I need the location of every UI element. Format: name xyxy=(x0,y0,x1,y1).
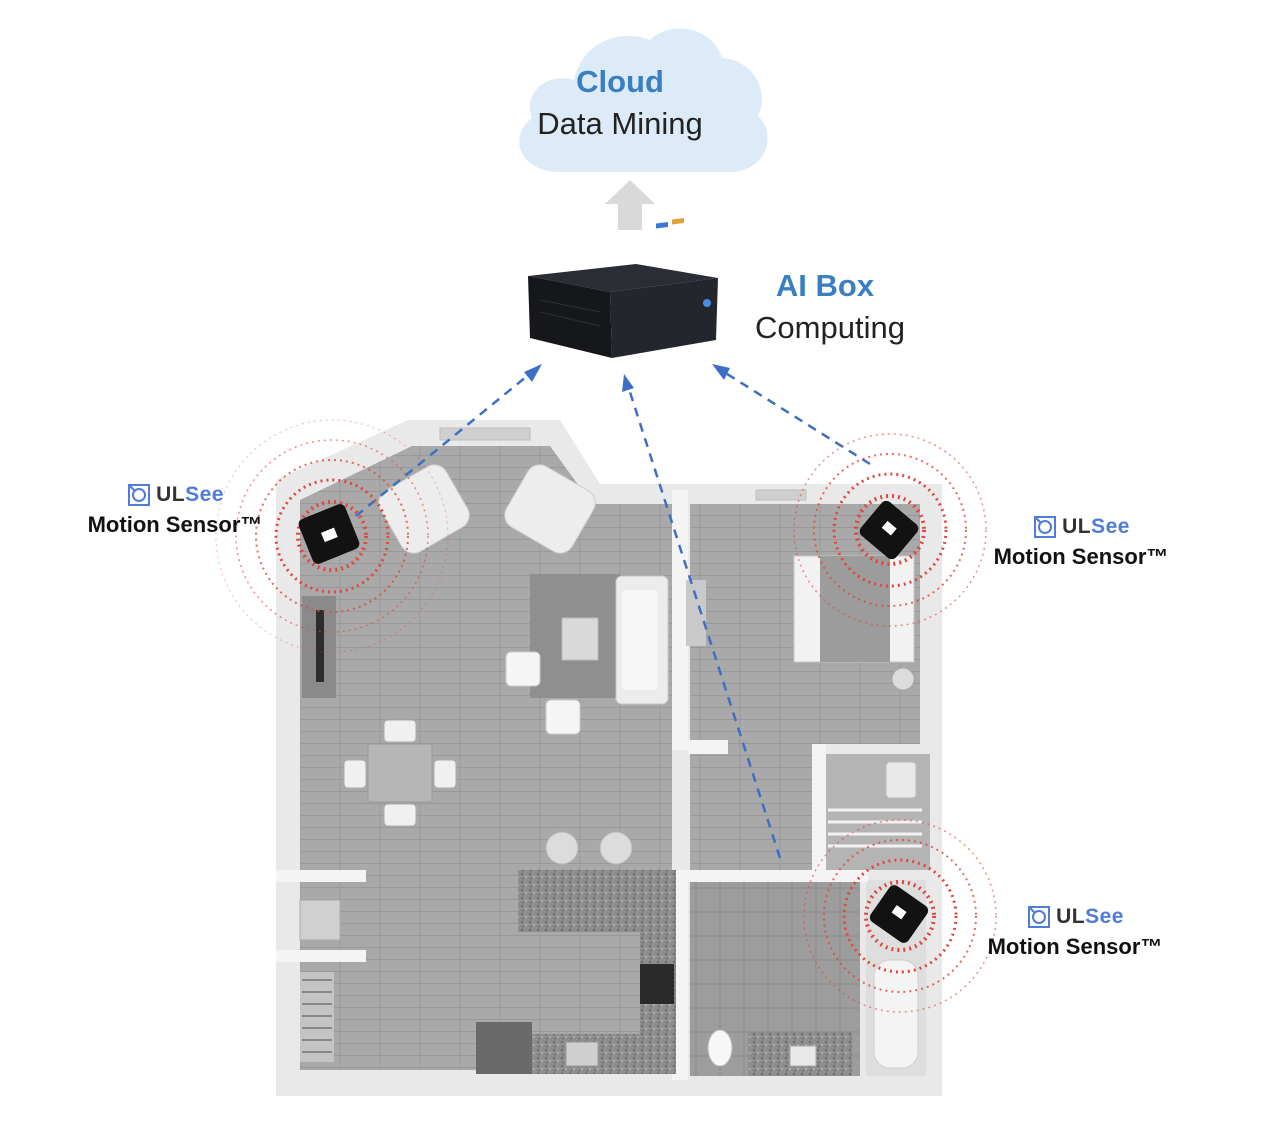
ulsee-brand: ULSee xyxy=(70,480,280,510)
ripple-bathroom xyxy=(803,819,997,1013)
cloud-icon xyxy=(519,28,768,173)
motion-sensor-icon xyxy=(869,885,929,943)
motion-sensor-label: Motion Sensor™ xyxy=(87,512,263,537)
ulsee-logo-icon xyxy=(128,484,151,506)
ulsee-brand: ULSee xyxy=(970,902,1180,932)
ripple-living xyxy=(215,419,449,653)
ulsee-logo-icon xyxy=(1034,516,1057,538)
ulsee-logo-icon xyxy=(1028,906,1051,928)
ai-box-subtitle: Computing xyxy=(755,310,905,345)
mini-pc-icon xyxy=(528,218,718,358)
data-flow-arrows xyxy=(355,370,871,859)
motion-sensor-label: Motion Sensor™ xyxy=(993,544,1169,569)
ripple-bedroom xyxy=(793,433,987,627)
motion-sensor-label: Motion Sensor™ xyxy=(987,934,1163,959)
cloud-title: Cloud xyxy=(576,64,664,99)
sensor-label-bedroom: ULSee Motion Sensor™ xyxy=(976,512,1186,570)
arrow-bedroom-to-aibox xyxy=(723,370,871,466)
up-arrow-icon xyxy=(605,180,655,230)
arrow-bathroom-to-aibox xyxy=(626,385,782,859)
brand-prefix: UL xyxy=(1062,515,1092,538)
motion-sensor-icon xyxy=(859,500,919,560)
ulsee-brand: ULSee xyxy=(976,512,1186,542)
brand-prefix: UL xyxy=(1056,905,1086,928)
floor-plan-illustration xyxy=(276,420,942,1096)
motion-sensor-icon xyxy=(298,504,360,564)
arrowheads xyxy=(524,364,730,392)
ai-box-title: AI Box xyxy=(775,268,875,303)
cloud-subtitle: Data Mining xyxy=(537,106,703,141)
brand-suffix: See xyxy=(185,483,224,506)
brand-prefix: UL xyxy=(156,483,186,506)
sensor-label-living: ULSee Motion Sensor™ xyxy=(70,480,280,538)
arrow-living-to-aibox xyxy=(355,371,533,517)
sensor-label-bathroom: ULSee Motion Sensor™ xyxy=(970,902,1180,960)
brand-suffix: See xyxy=(1091,515,1130,538)
brand-suffix: See xyxy=(1085,905,1124,928)
